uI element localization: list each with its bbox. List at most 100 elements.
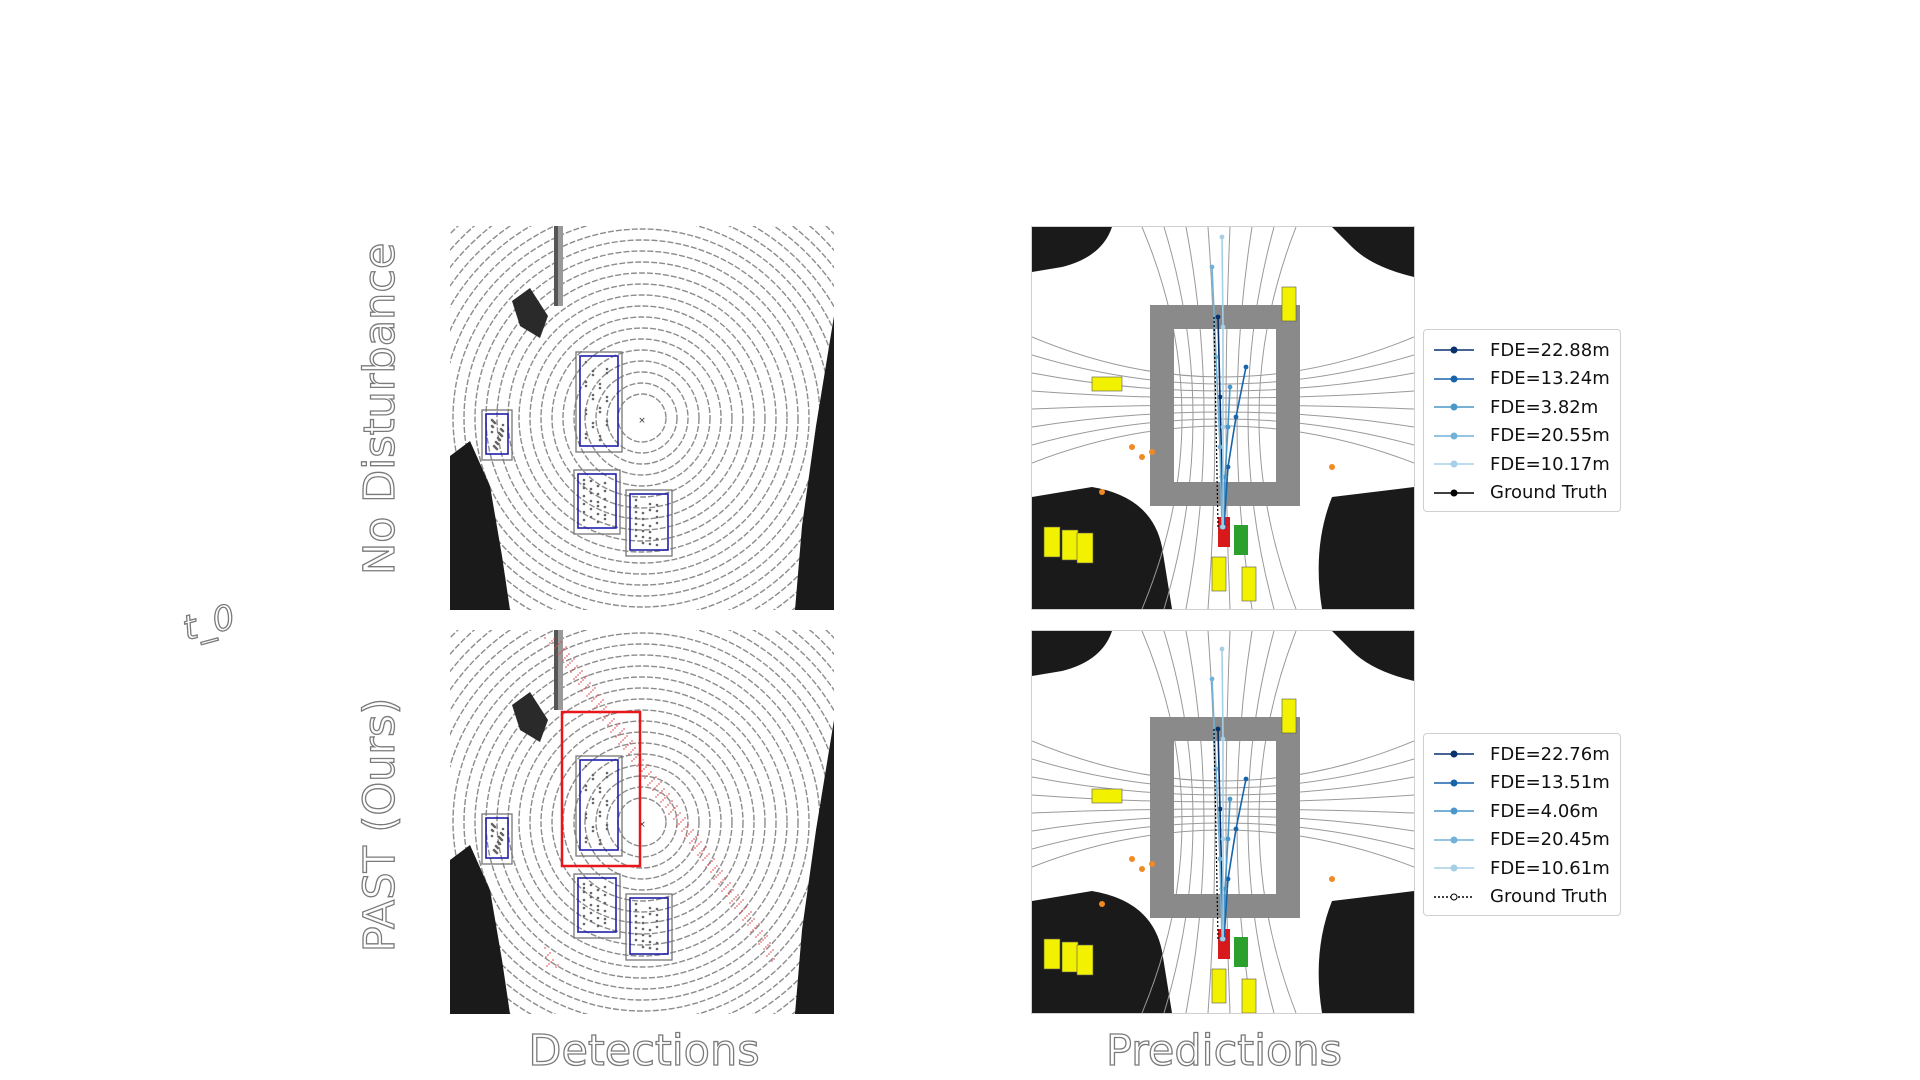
lidar-point <box>584 840 588 844</box>
lidar-point <box>582 890 586 894</box>
adversarial-point <box>741 910 743 912</box>
lane-line <box>1247 227 1275 609</box>
lidar-point <box>605 423 609 427</box>
adversarial-point <box>647 784 649 786</box>
adversarial-point <box>565 646 567 648</box>
adversarial-point <box>648 773 650 775</box>
adversarial-point <box>616 725 618 727</box>
ground-truth-box <box>573 873 621 939</box>
legend-marker <box>1450 489 1458 497</box>
adversarial-point <box>651 780 653 782</box>
adversarial-point <box>684 837 686 839</box>
lidar-point <box>490 834 494 838</box>
lidar-point <box>496 442 500 446</box>
adversarial-point <box>578 683 580 685</box>
adversarial-point <box>581 670 583 672</box>
adversarial-point <box>658 783 660 785</box>
lidar-point <box>603 917 607 921</box>
ground-truth-box <box>625 489 673 557</box>
lidar-ring <box>584 360 700 476</box>
map-building <box>1318 487 1414 609</box>
lidar-point <box>641 921 645 925</box>
adversarial-point <box>736 905 738 907</box>
lidar-point <box>603 921 607 925</box>
lidar-point <box>591 801 595 805</box>
lidar-point <box>596 504 600 508</box>
lidar-point <box>655 913 659 917</box>
adversarial-point <box>631 760 633 762</box>
lidar-point <box>582 510 586 514</box>
adversarial-point <box>609 722 611 724</box>
lidar-point <box>598 786 602 790</box>
adversarial-point <box>592 689 594 691</box>
legend-marker <box>1450 836 1458 844</box>
adversarial-point <box>548 963 550 965</box>
legend-marker <box>1450 346 1458 354</box>
lidar-point <box>641 541 645 545</box>
lidar-ring <box>595 775 689 869</box>
adversarial-point <box>758 923 760 925</box>
adversarial-point <box>725 886 727 888</box>
adversarial-point <box>684 817 686 819</box>
vehicle <box>1043 526 1061 558</box>
lidar-point <box>596 500 600 504</box>
vehicle <box>1241 978 1257 1013</box>
detection-panel-past-ours: × <box>450 630 834 1014</box>
lidar-point <box>591 773 595 777</box>
prediction-map-image <box>1032 227 1414 609</box>
lidar-ring <box>573 753 711 891</box>
column-label-text: Detections <box>528 1025 761 1076</box>
legend-entry: FDE=13.51m <box>1432 769 1610 798</box>
lidar-point <box>582 886 586 890</box>
adversarial-point <box>603 708 605 710</box>
prediction-trajectory <box>1223 778 1247 940</box>
pedestrian <box>1329 876 1335 882</box>
adversarial-point <box>735 896 737 898</box>
lidar-point <box>605 827 609 831</box>
adversarial-point <box>567 664 569 666</box>
adversarial-point <box>697 834 699 836</box>
lidar-point <box>641 933 645 937</box>
trajectory-point <box>1209 264 1215 270</box>
lidar-point <box>582 494 586 498</box>
adversarial-point <box>613 718 615 720</box>
adversarial-point <box>643 768 645 770</box>
adversarial-point <box>765 946 767 948</box>
adversarial-point <box>601 710 603 712</box>
adversarial-point <box>698 843 700 845</box>
lidar-point <box>605 803 609 807</box>
lidar-point <box>596 916 600 920</box>
lidar-point <box>605 775 609 779</box>
adversarial-point <box>757 934 759 936</box>
adversarial-point <box>673 818 675 820</box>
legend-marker <box>1450 864 1458 872</box>
adversarial-point <box>762 939 764 941</box>
adversarial-point <box>699 852 701 854</box>
adversarial-point <box>687 824 689 826</box>
lidar-ring <box>529 305 755 531</box>
lidar-bev-image: × <box>450 226 834 610</box>
adversarial-point <box>732 889 734 891</box>
adversarial-point <box>572 669 574 671</box>
lidar-point <box>603 885 607 889</box>
lidar-point <box>584 784 588 788</box>
adversarial-point <box>744 917 746 919</box>
lidar-point <box>603 901 607 905</box>
adversarial-point <box>602 699 604 701</box>
adversarial-point <box>730 891 732 893</box>
adversarial-point <box>553 638 555 640</box>
lidar-point <box>591 829 595 833</box>
adversarial-point <box>727 884 729 886</box>
lidar-structure <box>558 630 563 710</box>
trajectory-point <box>1219 646 1225 652</box>
adversarial-point <box>743 908 745 910</box>
adversarial-point <box>587 684 589 686</box>
adversarial-point <box>589 682 591 684</box>
adversarial-point <box>556 645 558 647</box>
time-label-text: t_0 <box>178 596 240 650</box>
lidar-point <box>598 790 602 794</box>
lidar-point <box>501 429 505 433</box>
lidar-structure <box>554 226 559 306</box>
adversarial-point <box>633 758 635 760</box>
adversarial-point <box>590 691 592 693</box>
